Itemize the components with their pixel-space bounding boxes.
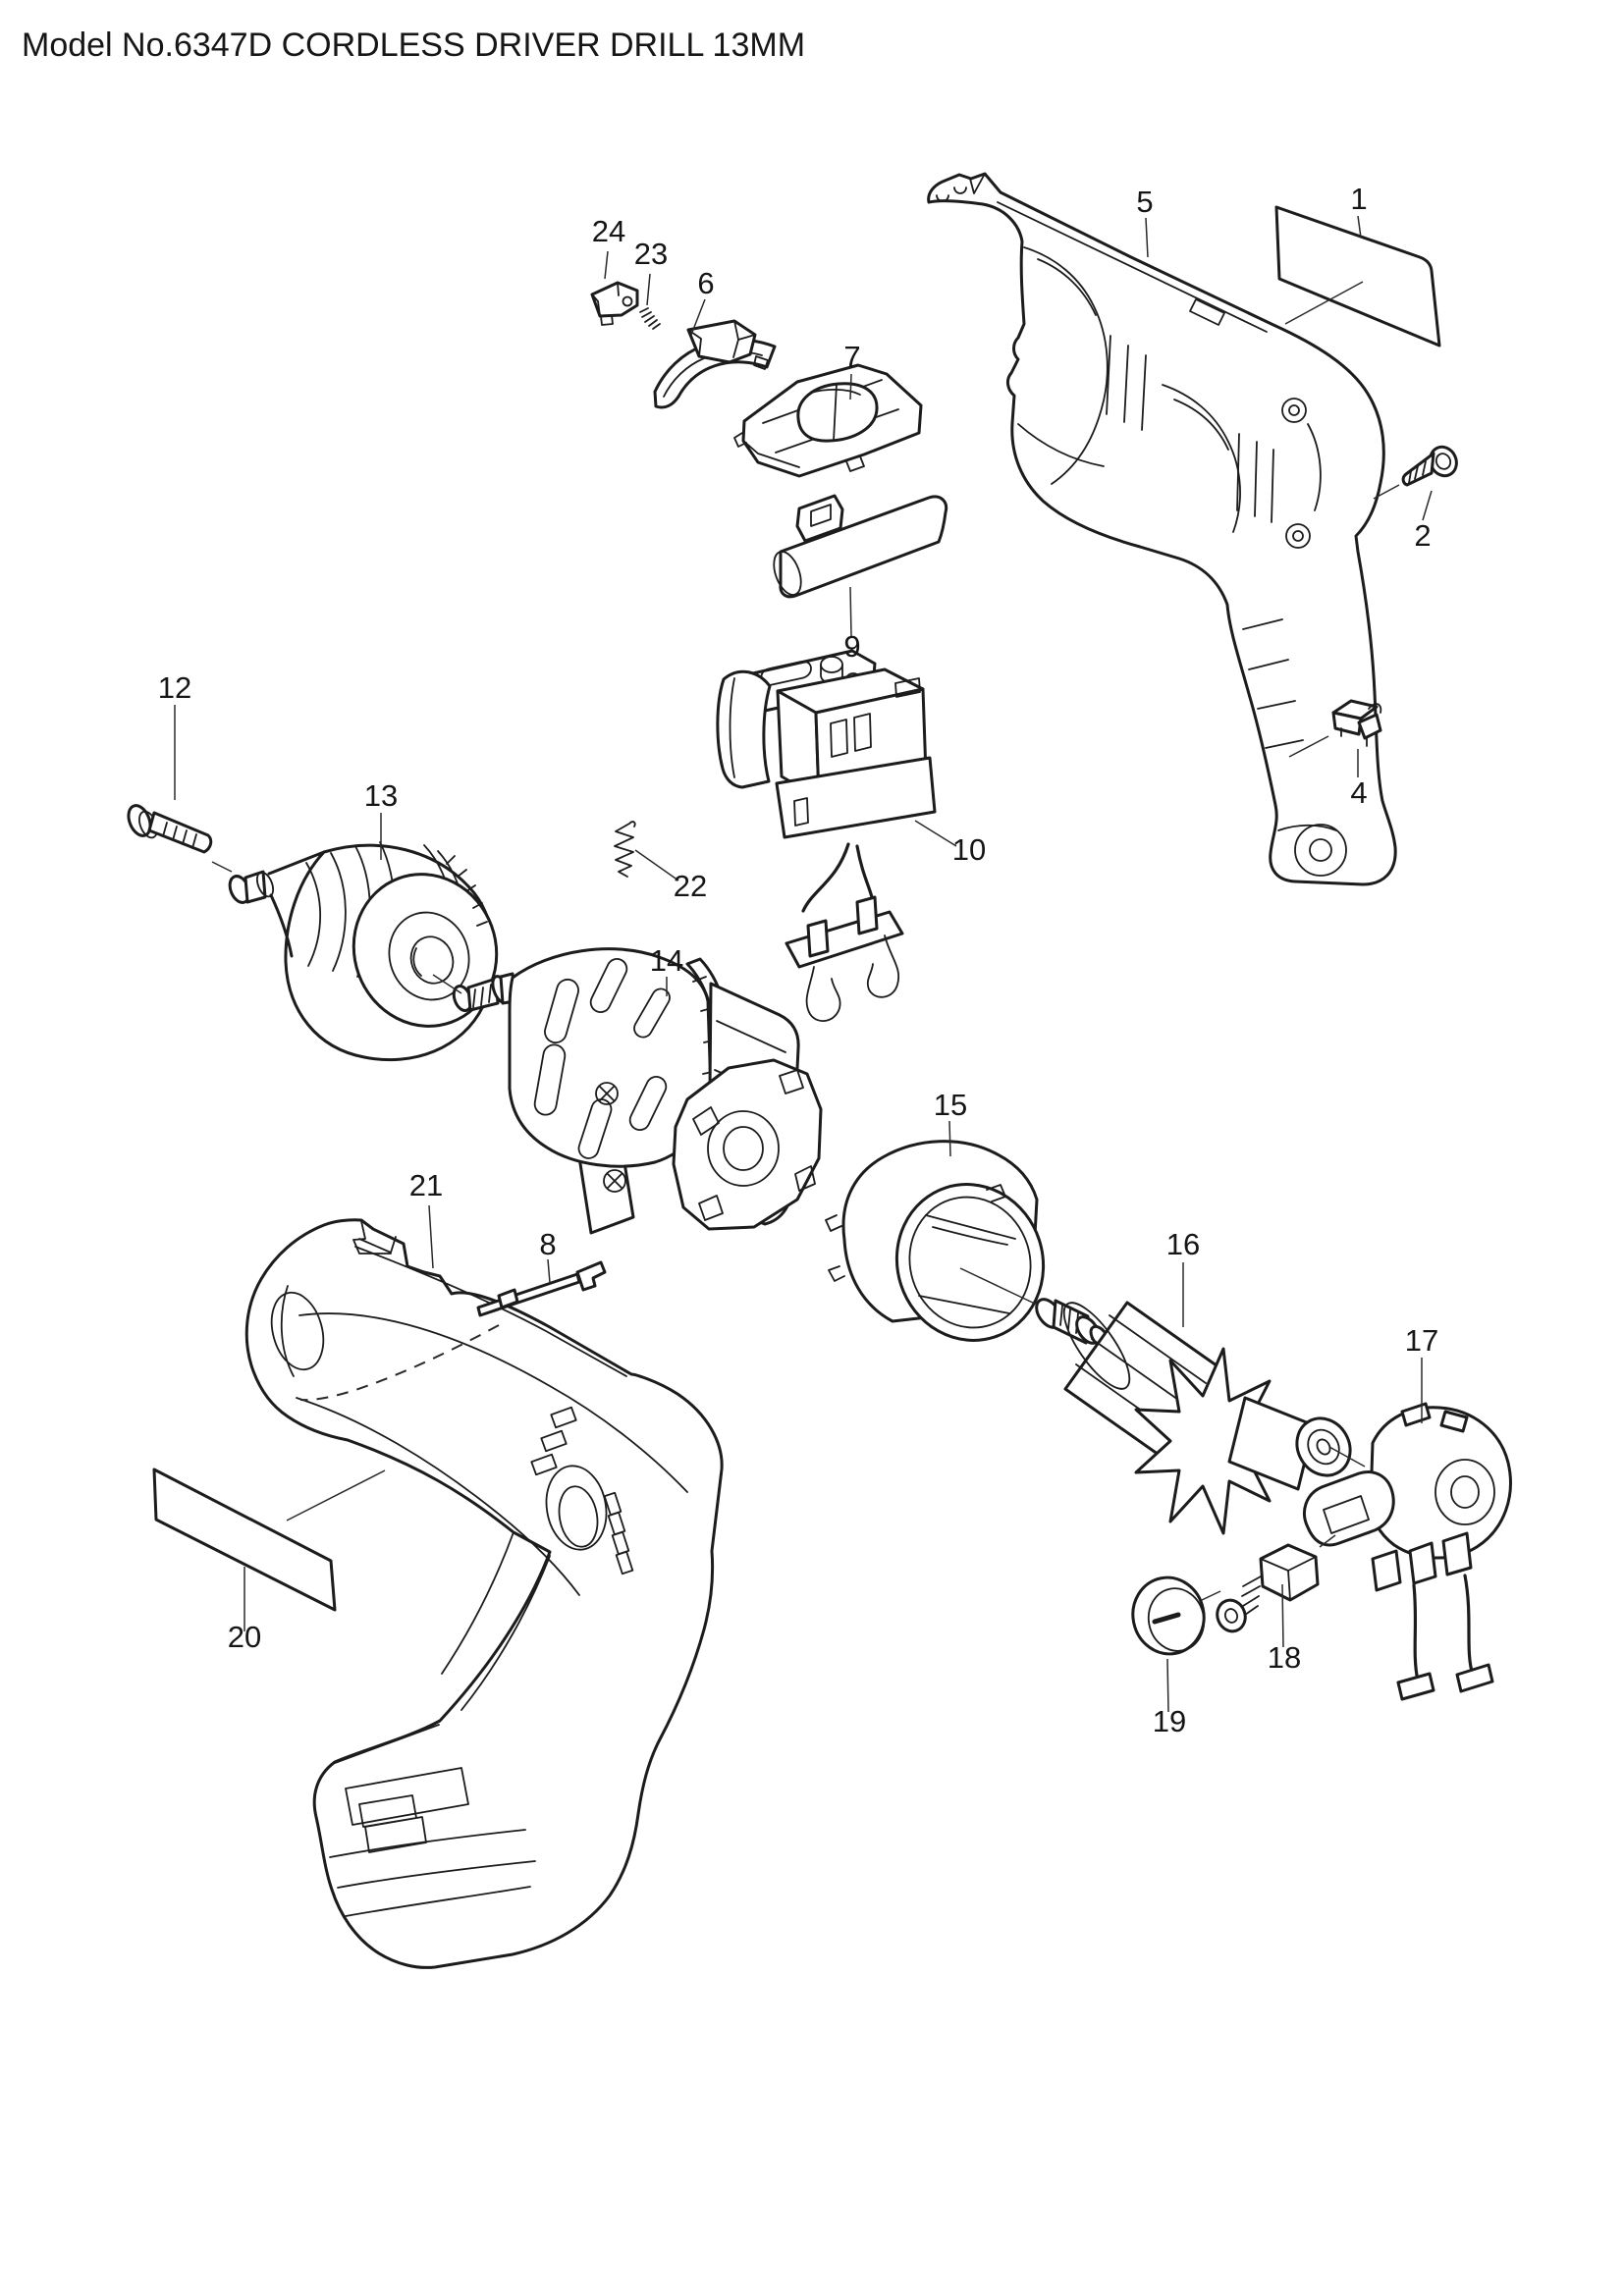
- callout-14: 14: [650, 943, 683, 978]
- callout-20: 20: [228, 1620, 261, 1654]
- callout-12: 12: [158, 670, 191, 705]
- part-19-brush-cap: [1131, 1575, 1206, 1656]
- callout-19: 19: [1153, 1704, 1186, 1738]
- part-23-spring-small: [639, 307, 661, 330]
- callout-4: 4: [1350, 775, 1367, 810]
- callout-15: 15: [934, 1088, 967, 1122]
- hidden-line-pin: [299, 1324, 500, 1402]
- part-20-nameplate-front: [152, 1468, 337, 1612]
- part-22-spring: [614, 821, 636, 878]
- callout-7: 7: [843, 340, 860, 374]
- part-12-chuck-screw: [127, 804, 213, 854]
- part-4-clip: [1331, 699, 1382, 747]
- part-9-rod: [773, 494, 948, 599]
- callout-labels: 1 2 4 5 6 7 8 9 10 12 13 14 15 16 17 18 …: [158, 182, 1438, 1738]
- part-2-screw: [1401, 445, 1458, 487]
- callout-17: 17: [1405, 1323, 1438, 1358]
- part-8-pin: [476, 1260, 607, 1317]
- callout-10: 10: [952, 832, 986, 867]
- part-24-button: [590, 281, 639, 326]
- callout-23: 23: [634, 237, 668, 271]
- part-5-housing-right: [927, 172, 1397, 886]
- callout-13: 13: [364, 778, 398, 813]
- callout-16: 16: [1166, 1227, 1200, 1261]
- part-16-armature: [1035, 1298, 1352, 1535]
- part-21-housing-left: [244, 1218, 724, 1969]
- callout-24: 24: [592, 214, 625, 248]
- part-14-gear-assembly: [452, 947, 823, 1235]
- part-13-chuck: [228, 841, 499, 1062]
- callout-1: 1: [1350, 182, 1367, 216]
- callout-8: 8: [539, 1227, 556, 1261]
- callout-18: 18: [1268, 1640, 1301, 1675]
- part-17-brush-holder: [1303, 1402, 1512, 1701]
- part-10-switch-assembly: [716, 649, 937, 1022]
- part-7-switch-plate: [733, 363, 923, 478]
- callout-21: 21: [409, 1168, 443, 1202]
- callout-22: 22: [674, 869, 707, 903]
- callout-5: 5: [1136, 185, 1153, 219]
- part-6-lever-cover: [653, 319, 777, 409]
- callout-2: 2: [1414, 518, 1431, 553]
- callout-6: 6: [697, 266, 714, 300]
- leader-lines: [174, 215, 1433, 1713]
- page-title: Model No.6347D CORDLESS DRIVER DRILL 13M…: [22, 27, 805, 64]
- part-18-carbon-brush: [1216, 1543, 1320, 1633]
- part-1-nameplate-rear: [1274, 205, 1441, 347]
- part-15-motor-yoke: [825, 1140, 1046, 1342]
- callout-9: 9: [843, 629, 860, 664]
